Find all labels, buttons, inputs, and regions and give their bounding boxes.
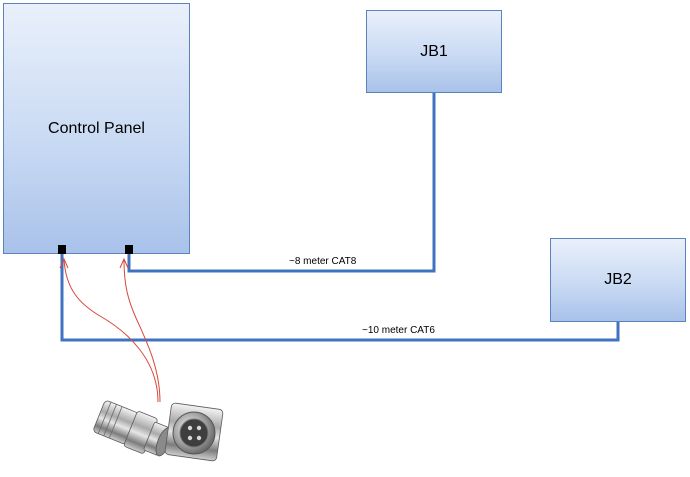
control-panel-port-right — [125, 245, 133, 254]
arrowhead-right — [119, 257, 129, 269]
jb2-label: JB2 — [604, 271, 632, 288]
panel-socket-icon — [164, 402, 224, 462]
male-plug-icon — [93, 400, 173, 457]
pointer-arrow-left — [63, 259, 159, 403]
control-panel-box: Control Panel — [3, 3, 190, 254]
jb2-box: JB2 — [550, 238, 686, 322]
arrowhead-left — [59, 257, 69, 269]
cat8-cable-line — [127, 93, 436, 273]
control-panel-label: Control Panel — [48, 120, 145, 137]
jb1-box: JB1 — [366, 10, 502, 93]
cat6-cable-line — [60, 252, 620, 342]
cat8-cable-label: ~8 meter CAT8 — [289, 256, 357, 267]
cat6-cable-label: ~10 meter CAT6 — [362, 325, 435, 336]
pointer-arrow-right — [123, 259, 161, 403]
control-panel-port-left — [58, 245, 66, 254]
jb1-label: JB1 — [420, 42, 448, 60]
